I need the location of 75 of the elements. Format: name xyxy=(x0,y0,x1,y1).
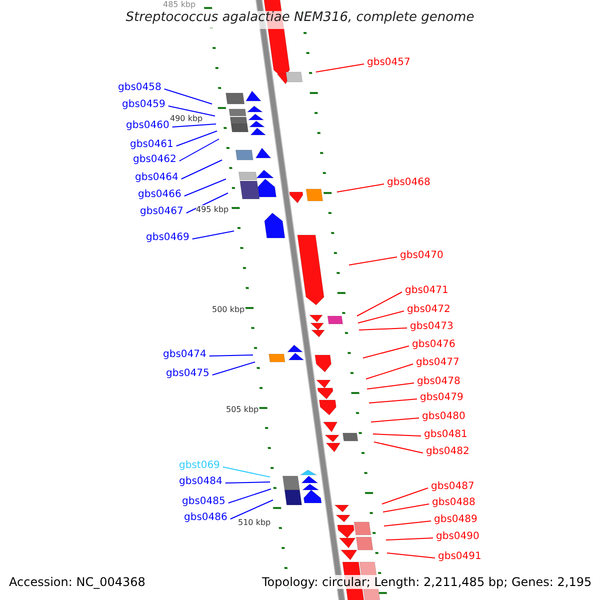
gene-label: gbs0461 xyxy=(130,139,174,151)
leader-line xyxy=(356,292,402,316)
scale-label: 495 kbp xyxy=(196,205,229,215)
gene-label: gbs0462 xyxy=(133,154,176,166)
gene-label: gbs0477 xyxy=(416,357,460,369)
gene-label: gbs0491 xyxy=(438,551,482,563)
gene-label: gbs0457 xyxy=(367,57,410,69)
gene-label: gbs0482 xyxy=(426,446,470,458)
leader-line xyxy=(164,88,212,104)
gene-label: gbs0486 xyxy=(184,512,228,524)
gene-label: gbs0472 xyxy=(407,304,450,316)
leader-line xyxy=(382,488,428,504)
footer-text: Topology: circular; Length: 2,211,485 bp; Genes: 2,195 xyxy=(262,575,592,589)
leader-line xyxy=(184,178,226,196)
scale-label: 500 kbp xyxy=(212,305,245,315)
leader-line xyxy=(208,354,254,356)
gene-label: gbs0489 xyxy=(434,514,478,526)
leader-line xyxy=(386,552,436,558)
gene-label: gbs0490 xyxy=(436,531,480,543)
leader-line xyxy=(180,160,222,180)
gene-label: gbs0476 xyxy=(412,339,456,351)
leader-line xyxy=(212,362,256,376)
gene-label: gbs0460 xyxy=(126,120,170,132)
leader-line xyxy=(372,434,422,436)
gene-label: gbs0487 xyxy=(431,481,474,493)
leader-line xyxy=(192,230,234,240)
leader-line xyxy=(186,192,228,214)
gene-label: gbs0467 xyxy=(140,206,184,218)
gene-label: gbs0473 xyxy=(410,321,454,333)
gene-label: gbs0464 xyxy=(135,172,178,184)
leader-line xyxy=(168,106,216,116)
scale-label: 510 kbp xyxy=(238,518,271,528)
leader-line xyxy=(386,538,434,540)
leader-line xyxy=(178,138,220,162)
gene-label: gbs0481 xyxy=(424,429,468,441)
leader-line xyxy=(224,482,270,484)
leader-line xyxy=(230,500,274,520)
diagram-title: Streptococcus agalactiae NEM316, complete genome xyxy=(126,10,474,25)
leader-line xyxy=(316,64,364,72)
gene-label: gbs0480 xyxy=(422,411,466,423)
leader-line xyxy=(362,346,410,358)
gene-label: gbst069 xyxy=(179,460,220,472)
gene-label: gbs0459 xyxy=(122,99,166,111)
leader-line xyxy=(382,504,430,512)
gene-label: gbs0488 xyxy=(432,497,476,509)
gene-label: gbs0484 xyxy=(179,476,222,488)
leader-line xyxy=(384,520,432,526)
leader-line xyxy=(228,488,272,504)
leader-line xyxy=(366,382,414,390)
gene-label: gbs0474 xyxy=(163,349,206,361)
scale-label: 490 kbp xyxy=(170,114,203,124)
leader-line xyxy=(176,130,218,146)
leader-line xyxy=(370,418,420,422)
leader-line xyxy=(348,256,398,266)
leader-line xyxy=(366,364,414,380)
leader-line xyxy=(358,310,404,324)
gene-label: gbs0470 xyxy=(400,250,444,262)
gene-label: gbs0466 xyxy=(138,189,182,201)
leader-line xyxy=(172,124,216,128)
gene-label: gbs0485 xyxy=(182,496,226,508)
leader-line xyxy=(368,398,418,404)
gene-label: gbs0471 xyxy=(405,285,448,297)
leader-line xyxy=(358,328,408,330)
gene-label: gbs0475 xyxy=(166,368,210,380)
scale-label: 505 kbp xyxy=(226,405,259,415)
leader-line xyxy=(374,442,424,454)
gene-label: gbs0479 xyxy=(420,392,464,404)
gene-label: gbs0478 xyxy=(417,376,460,388)
leader-line xyxy=(336,184,384,192)
gene-label: gbs0458 xyxy=(118,82,162,94)
footer-text: Accession: NC_004368 xyxy=(9,575,146,589)
leader-line xyxy=(222,466,270,478)
scale-label: 485 kbp xyxy=(163,0,196,10)
gene-label: gbs0469 xyxy=(146,232,190,244)
gene-label: gbs0468 xyxy=(387,177,430,189)
